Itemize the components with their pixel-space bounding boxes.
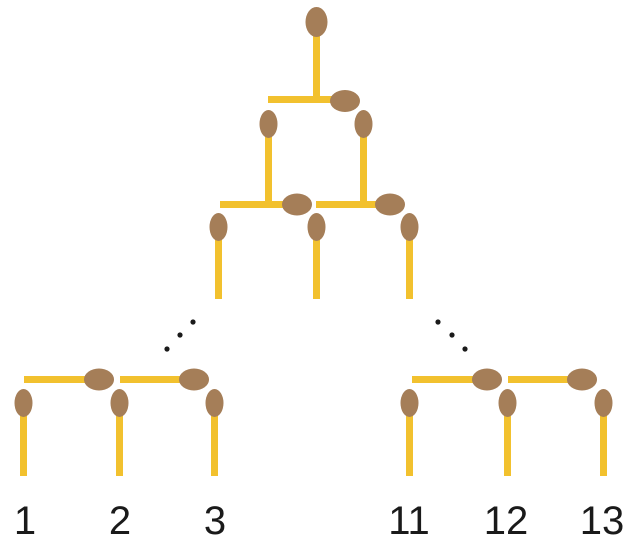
match-vertical-bottom-2 xyxy=(110,389,129,476)
match-vertical-bottom-3 xyxy=(205,389,224,476)
label-1: 1 xyxy=(14,499,36,541)
match-horizontal-bottom-left-1 xyxy=(24,368,114,391)
match-horizontal-bottom-right-2 xyxy=(508,368,597,391)
match-vertical-bottom-12 xyxy=(498,389,517,476)
match-vertical-row1-left xyxy=(259,110,278,202)
ellipsis-dots-right xyxy=(435,319,468,352)
match-horizontal-bottom-right-1 xyxy=(412,368,502,391)
match-vertical-row2-middle xyxy=(307,213,326,299)
match-vertical-row1-right xyxy=(354,110,373,202)
match-horizontal-bottom-left-2 xyxy=(120,368,209,391)
match-vertical-row2-left xyxy=(209,213,228,299)
match-vertical-row2-right xyxy=(400,213,419,299)
ellipsis-dots-left xyxy=(164,319,196,352)
match-horizontal-row2-right xyxy=(316,193,405,216)
match-vertical-bottom-13 xyxy=(594,389,613,476)
label-11: 11 xyxy=(388,499,430,541)
match-horizontal-row2-left xyxy=(220,193,312,216)
match-vertical-bottom-11 xyxy=(400,389,419,476)
label-2: 2 xyxy=(109,499,131,541)
match-vertical-bottom-1 xyxy=(14,389,33,476)
match-vertical-top xyxy=(305,7,328,100)
match-horizontal-row1 xyxy=(268,90,360,112)
label-12: 12 xyxy=(484,499,529,541)
label-13: 13 xyxy=(580,499,623,541)
label-3: 3 xyxy=(204,499,226,541)
